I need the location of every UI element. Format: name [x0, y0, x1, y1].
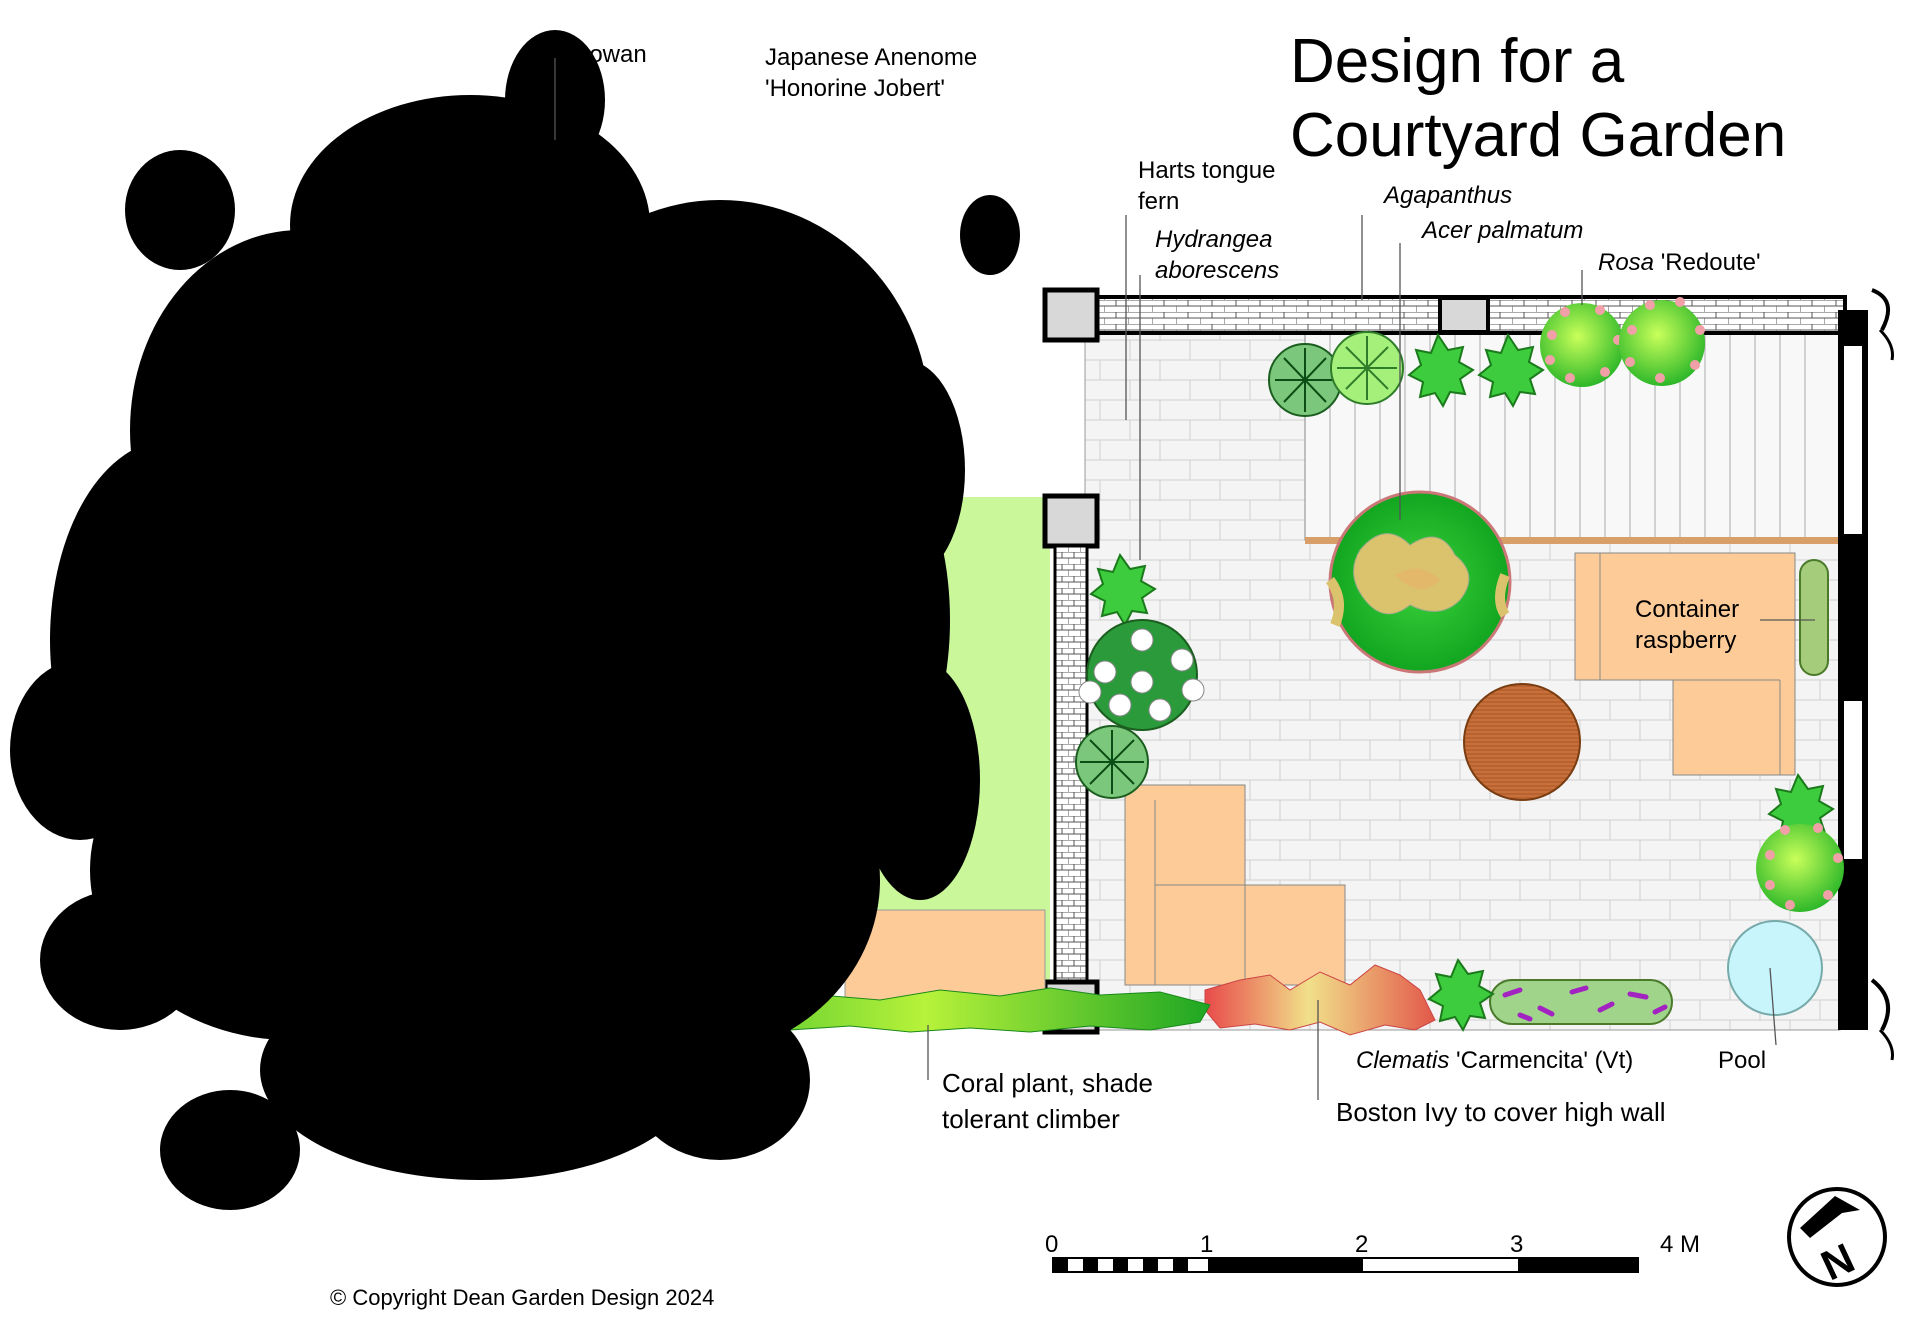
- scale-tick-4: 4 M: [1660, 1231, 1700, 1258]
- label-harts-1: Harts tongue: [1138, 157, 1275, 184]
- hydrangea-plant: [1330, 331, 1404, 405]
- label-coral-2: tolerant climber: [942, 1104, 1120, 1134]
- harts-tongue-fern-west: [1075, 725, 1149, 799]
- scale-tick-1: 1: [1200, 1231, 1213, 1258]
- title-line-1: Design for a: [1290, 27, 1625, 96]
- north-arrow-icon: N: [1787, 1187, 1887, 1289]
- label-hydrangea-1: Hydrangea: [1155, 226, 1272, 253]
- label-harts-2: fern: [1138, 188, 1179, 215]
- wall-pier-top-left: [1042, 287, 1100, 343]
- agapanthus-plant-2: [1477, 332, 1545, 409]
- clematis-plant: [1489, 979, 1673, 1025]
- rowan-tree-canopy: [10, 30, 1020, 1210]
- label-rowan: Rowan: [572, 41, 647, 68]
- scale-tick-0: 0: [1045, 1231, 1058, 1258]
- scale-tick-2: 2: [1355, 1231, 1368, 1258]
- label-agapanthus: Agapanthus: [1382, 182, 1512, 209]
- rosa-redoute-plant-1: [1540, 303, 1624, 387]
- corner-sofa: [1124, 784, 1346, 986]
- label-pool: Pool: [1718, 1047, 1766, 1074]
- title-line-2: Courtyard Garden: [1290, 101, 1786, 170]
- boston-ivy-plant: [1204, 964, 1436, 1036]
- wall-pier-top-middle: [1438, 296, 1490, 334]
- harts-tongue-fern-plant: [1268, 343, 1342, 417]
- scale-bar: 0 1 2 3 4 M: [1045, 1231, 1700, 1273]
- round-table: [1463, 683, 1581, 801]
- label-hydrangea-2: aborescens: [1155, 257, 1279, 284]
- copyright: © Copyright Dean Garden Design 2024: [330, 1285, 714, 1310]
- label-rosa: Rosa 'Redoute': [1598, 249, 1761, 276]
- scale-tick-3: 3: [1510, 1231, 1523, 1258]
- rosa-redoute-plant-2: [1619, 297, 1705, 386]
- label-anemone-1: Japanese Anenome: [765, 44, 977, 71]
- label-coral-1: Coral plant, shade: [942, 1068, 1153, 1098]
- rosa-redoute-plant-east: [1756, 823, 1844, 912]
- agapanthus-plant-1: [1407, 332, 1475, 409]
- label-boston-ivy: Boston Ivy to cover high wall: [1336, 1097, 1666, 1127]
- label-clematis: Clematis 'Carmencita' (Vt): [1356, 1047, 1633, 1074]
- acer-palmatum-plant: [1325, 490, 1512, 674]
- label-container-1: Container: [1635, 596, 1739, 623]
- japanese-anemone-plant: [1078, 619, 1205, 731]
- pool: [1727, 920, 1823, 1016]
- label-anemone-2: 'Honorine Jobert': [765, 75, 945, 102]
- container-raspberry-plant: [1799, 559, 1829, 676]
- leader-lines: [554, 58, 1815, 1100]
- label-container-2: raspberry: [1635, 627, 1736, 654]
- wall-pier-left: [1042, 493, 1100, 549]
- east-house-wall: [1838, 288, 1894, 1061]
- container-raspberry-sofa: [1574, 552, 1796, 776]
- fern-plant-south: [1427, 957, 1495, 1033]
- label-acer: Acer palmatum: [1420, 217, 1583, 244]
